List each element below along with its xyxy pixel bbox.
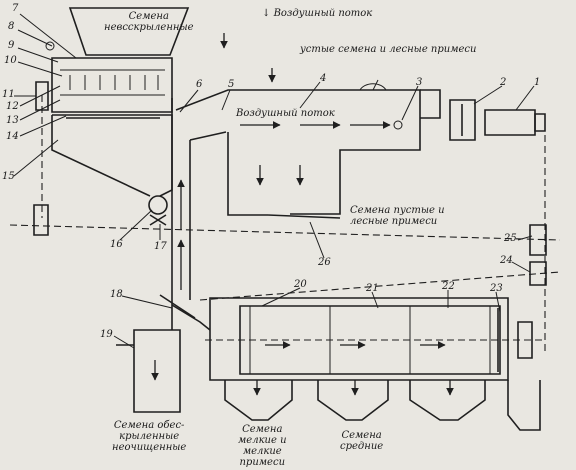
part-number-8: 8 (8, 21, 15, 32)
flow-arrows (151, 33, 454, 396)
label-empty-seeds-low: Семена пустые и лесные примеси (350, 205, 445, 227)
label-empty-seeds-top: устые семена и лесные примеси (300, 44, 477, 55)
part-number-11: 11 (2, 89, 15, 100)
sorting-drum (205, 297, 545, 381)
auger (148, 195, 168, 226)
part-number-19: 19 (100, 329, 113, 340)
valve-gauge (359, 79, 403, 130)
part-number-12: 12 (6, 101, 19, 112)
part-number-21: 21 (366, 283, 379, 294)
part-number-3: 3 (416, 77, 423, 88)
part-number-24: 24 (500, 255, 513, 266)
collector-funnel (51, 114, 173, 197)
label-air-flow-legend: ↓ Воздушный поток (262, 8, 373, 19)
label-seeds-dewinged: Семена обес- крыленные неочищенные (112, 420, 187, 453)
part-number-25: 25 (504, 233, 517, 244)
leader-lines (13, 13, 535, 349)
discharge-chute (116, 294, 211, 413)
part-number-4: 4 (320, 73, 327, 84)
part-number-23: 23 (490, 283, 503, 294)
part-number-17: 17 (154, 241, 167, 252)
part-number-22: 22 (442, 281, 455, 292)
part-number-18: 18 (110, 289, 123, 300)
left-drive (33, 81, 49, 236)
main-shafts (9, 224, 561, 301)
label-seeds-small: Семена мелкие и мелкие примеси (238, 424, 287, 468)
part-number-7: 7 (12, 3, 19, 14)
label-seeds-medium: Семена средние (340, 430, 384, 452)
fan-motor (449, 99, 546, 355)
part-number-9: 9 (8, 40, 15, 51)
part-number-2: 2 (500, 77, 507, 88)
part-number-5: 5 (228, 79, 235, 90)
part-number-14: 14 (6, 131, 19, 142)
part-number-20: 20 (294, 279, 307, 290)
label-seeds-unhusked: Семена невсскрыленные (104, 11, 194, 33)
part-number-13: 13 (6, 115, 19, 126)
part-number-16: 16 (110, 239, 123, 250)
seed-hopper (45, 7, 190, 113)
part-number-15: 15 (2, 171, 15, 182)
air-duct (171, 89, 421, 330)
bottom-hoppers (224, 380, 541, 431)
part-number-1: 1 (534, 77, 541, 88)
label-air-flow-inner: Воздушный поток (236, 108, 335, 119)
part-number-26: 26 (318, 257, 331, 268)
part-number-10: 10 (4, 55, 17, 66)
part-number-6: 6 (196, 79, 203, 90)
settling-chamber (227, 89, 441, 219)
